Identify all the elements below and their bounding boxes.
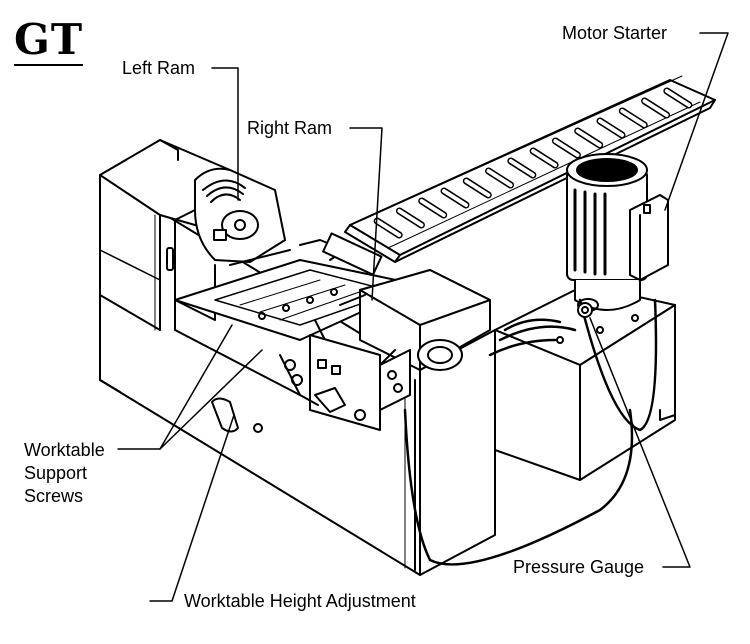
- conveyor-roller: [598, 119, 624, 137]
- conveyor-roller: [419, 199, 446, 217]
- label-worktable-height-adjustment: Worktable Height Adjustment: [182, 591, 418, 611]
- right-ram-block: [314, 269, 491, 371]
- pressure-gauge: [577, 302, 593, 318]
- motor: [566, 153, 648, 312]
- worktable: [174, 232, 421, 396]
- conveyor-roller: [464, 179, 491, 197]
- label-pressure-gauge: Pressure Gauge: [511, 557, 647, 577]
- label-line-2: Support: [24, 463, 88, 483]
- conveyor-roller: [553, 139, 580, 157]
- label-left-ram: Left Ram: [120, 58, 198, 78]
- control-panel: [279, 334, 411, 431]
- conveyor-roller: [442, 189, 468, 207]
- label-worktable-support-screws: Worktable Support Screws: [22, 440, 107, 506]
- hydraulic-hoses: [403, 298, 658, 566]
- conveyor-roller: [486, 169, 513, 187]
- conveyor-roller: [620, 109, 647, 127]
- conveyor-roller: [508, 159, 535, 177]
- conveyor-roller: [375, 219, 402, 237]
- label-motor-starter: Motor Starter: [560, 23, 670, 43]
- gt-logo: GT: [14, 15, 84, 66]
- motor-starter-box: [629, 194, 669, 281]
- conveyor-roller: [575, 129, 602, 147]
- conveyor-roller: [397, 209, 424, 227]
- label-line-1: Worktable: [24, 440, 105, 460]
- conveyor-roller: [531, 149, 558, 167]
- label-line-3: Screws: [24, 486, 84, 506]
- leader-lines: [117, 32, 729, 602]
- conveyor-roller: [642, 99, 669, 117]
- label-right-ram: Right Ram: [245, 118, 335, 138]
- conveyor-roller: [664, 89, 691, 107]
- conveyor-rollers: [373, 87, 693, 239]
